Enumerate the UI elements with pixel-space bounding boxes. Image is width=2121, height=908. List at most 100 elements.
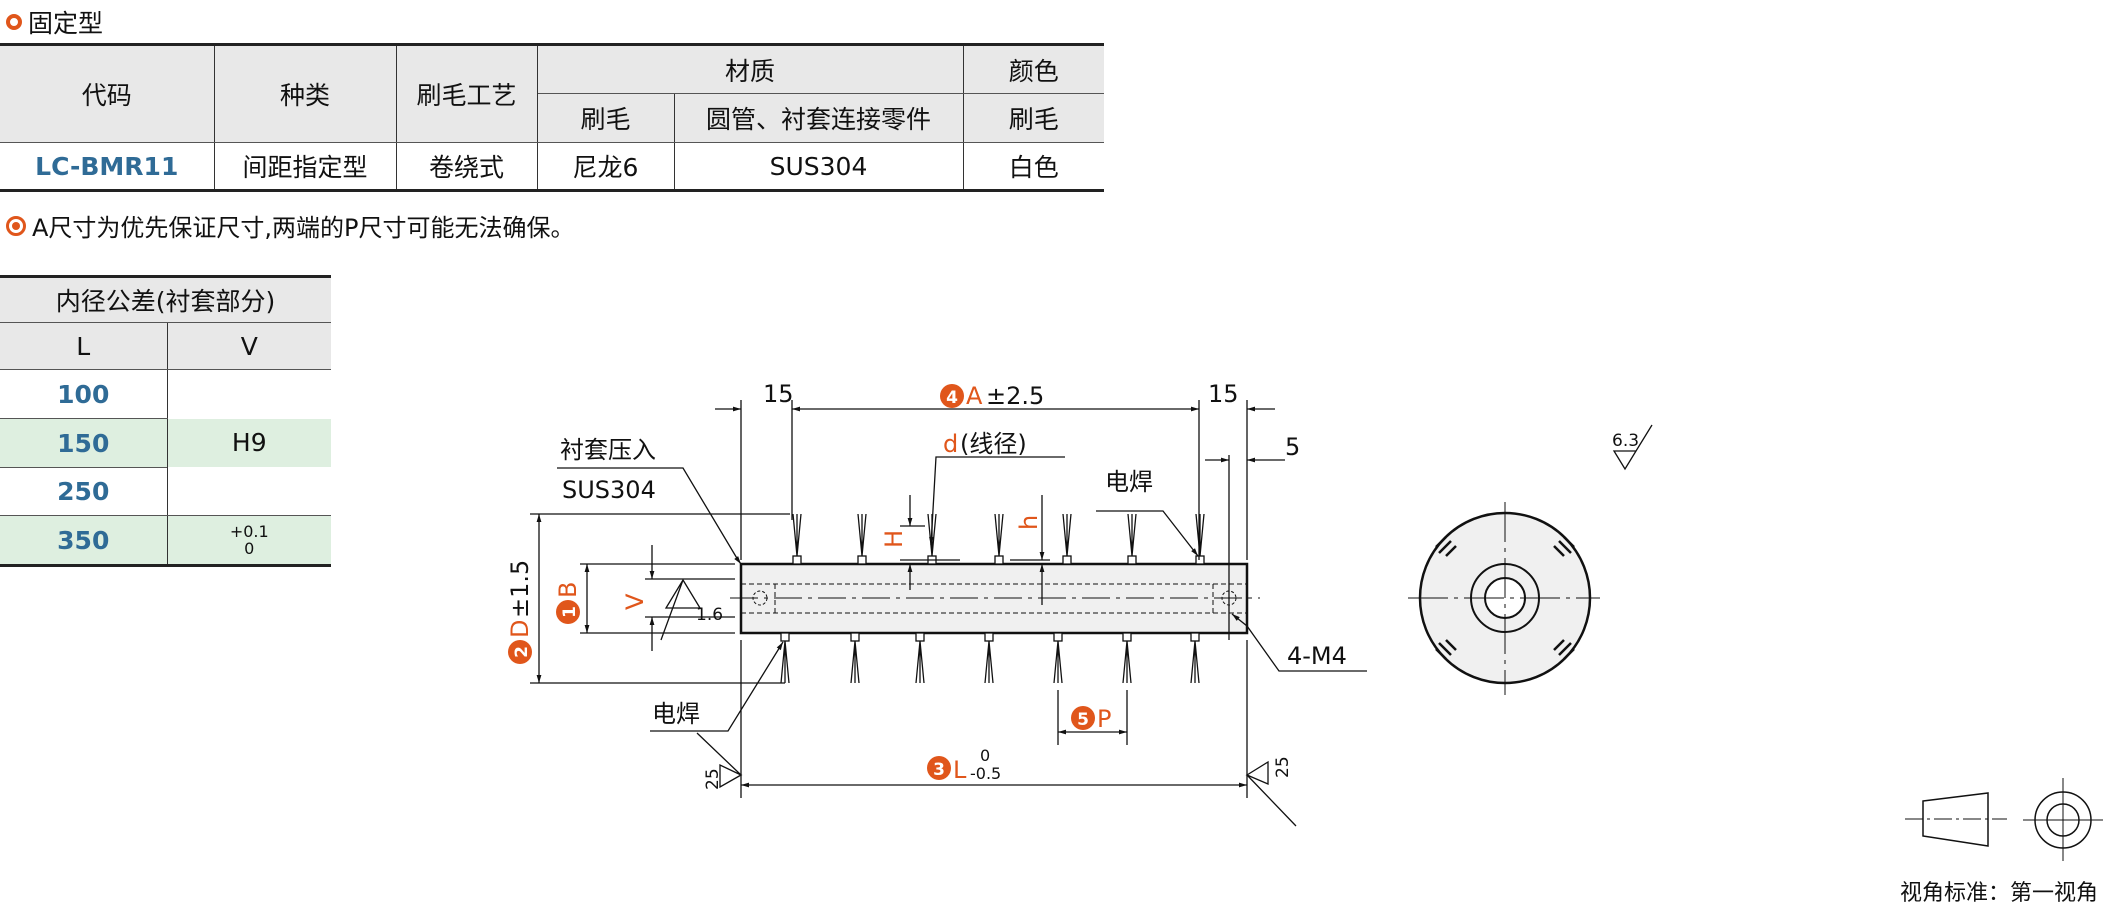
header-material: 材质 <box>536 44 964 94</box>
cell-code: LC-BMR11 <box>0 142 215 191</box>
weld-pad <box>850 632 860 642</box>
brush-tuft <box>1122 640 1132 684</box>
dim-h: h <box>1015 515 1043 530</box>
brush-tuft <box>1190 640 1200 684</box>
section-title: 固定型 <box>6 4 103 40</box>
header-material-brush: 刷毛 <box>537 93 675 143</box>
weld-pad <box>1195 555 1205 565</box>
cell-type: 间距指定型 <box>213 142 397 191</box>
dim-L-lower: -0.5 <box>970 764 1001 783</box>
label-bushing-material: SUS304 <box>562 476 656 504</box>
weld-pad <box>857 555 867 565</box>
weld-pad <box>780 632 790 642</box>
tol-lower: 0 <box>244 539 255 558</box>
weld-pad <box>792 555 802 565</box>
weld-pad <box>1190 632 1200 642</box>
dot-bullet-icon <box>6 215 26 236</box>
weld-pad <box>984 632 994 642</box>
roughness-25-right: 25 <box>1273 756 1293 778</box>
header-type: 种类 <box>213 44 397 143</box>
table-row: 100 H9 <box>0 369 331 516</box>
brush-tuft <box>850 640 860 684</box>
header-color: 颜色 <box>962 44 1104 94</box>
weld-pad <box>1053 632 1063 642</box>
cell-color: 白色 <box>962 142 1104 191</box>
roughness-1-6: 1.6 <box>696 605 723 625</box>
cell-tube: SUS304 <box>673 142 964 191</box>
brush-tuft <box>915 640 925 684</box>
badge-3-text: 3 <box>933 760 945 780</box>
section-title-text: 固定型 <box>28 9 104 38</box>
cell-process: 卷绕式 <box>395 142 538 191</box>
brush-tuft <box>780 640 790 684</box>
spec-table: 代码 种类 刷毛工艺 材质 颜色 刷毛 圆管、衬套连接零件 刷毛 LC-BMR1… <box>0 43 1104 192</box>
cell-l: 250 <box>0 467 167 516</box>
label-weld-top: 电焊 <box>1105 468 1153 496</box>
dim-B: B <box>554 582 582 598</box>
table-row: 350 +0.1 0 <box>0 515 331 566</box>
badge-2 <box>508 640 532 664</box>
table-row: 250 <box>0 467 331 516</box>
weld-pad <box>994 555 1004 565</box>
brush-tuft <box>792 513 802 557</box>
brush-tuft <box>984 640 994 684</box>
dim-D-tol: ±1.5 <box>506 560 534 618</box>
dim-P: P <box>1097 705 1111 733</box>
badge-2-text: 2 <box>512 646 532 658</box>
dim-5: 5 <box>1285 433 1300 461</box>
weld-pad <box>915 632 925 642</box>
table-row: LC-BMR11 间距指定型 卷绕式 尼龙6 SUS304 白色 <box>0 142 1104 191</box>
note-text: A尺寸为优先保证尺寸,两端的P尺寸可能无法确保。 <box>32 214 575 242</box>
label-bushing: 衬套压入 <box>560 436 656 464</box>
brush-tuft <box>1127 513 1137 557</box>
dim-D: D <box>506 620 534 638</box>
note: A尺寸为优先保证尺寸,两端的P尺寸可能无法确保。 <box>6 208 575 243</box>
badge-4-text: 4 <box>946 388 958 408</box>
brush-tuft <box>857 513 867 557</box>
dim-L: L <box>953 756 967 784</box>
dim-a-tol: ±2.5 <box>986 382 1044 410</box>
label-weld-bottom: 电焊 <box>652 700 700 728</box>
header-material-tube: 圆管、衬套连接零件 <box>673 93 964 143</box>
badge-1-text: 1 <box>560 606 580 618</box>
brush-tuft <box>1053 640 1063 684</box>
tol-upper: +0.1 <box>229 522 269 541</box>
dim-d-wire-text: (线径) <box>960 430 1027 458</box>
tolerance-title: 内径公差(衬套部分) <box>0 276 331 323</box>
cell-l: 100 <box>0 369 168 419</box>
cell-brush: 尼龙6 <box>536 142 675 191</box>
cell-v-h9: H9 <box>166 369 331 516</box>
cell-l: 350 <box>0 515 168 566</box>
badge-5 <box>1071 706 1095 730</box>
badge-5-text: 5 <box>1077 710 1089 730</box>
weld-pad <box>1127 555 1137 565</box>
brush-tuft <box>1062 513 1072 557</box>
header-code: 代码 <box>0 44 215 143</box>
badge-1 <box>556 600 580 624</box>
badge-3 <box>927 756 951 780</box>
header-l: L <box>0 322 168 370</box>
dim-V: V <box>621 593 649 610</box>
dim-15-left: 15 <box>763 380 794 408</box>
badge-4 <box>940 384 964 408</box>
brush-tufts <box>780 513 1205 684</box>
dim-L-upper: 0 <box>980 746 990 765</box>
dim-15-right: 15 <box>1208 380 1239 408</box>
brush-tuft <box>1195 513 1205 557</box>
weld-pad <box>1062 555 1072 565</box>
tolerance-table: 内径公差(衬套部分) L V 100 H9 150 250 350 +0.1 0 <box>0 275 331 567</box>
roughness-6-3: 6.3 <box>1612 431 1639 451</box>
brush-tuft <box>994 513 1004 557</box>
ring-bullet-icon <box>6 14 22 30</box>
cell-v-tol: +0.1 0 <box>166 515 331 566</box>
dim-H: H <box>880 530 908 548</box>
cell-l: 150 <box>0 418 167 468</box>
view-standard: 视角标准：第一视角 <box>1900 881 2099 906</box>
header-v: V <box>166 322 331 370</box>
header-process: 刷毛工艺 <box>395 44 538 143</box>
header-color-brush: 刷毛 <box>962 93 1104 143</box>
label-thread: 4-M4 <box>1287 642 1347 670</box>
dim-d-wire: d <box>943 430 958 458</box>
